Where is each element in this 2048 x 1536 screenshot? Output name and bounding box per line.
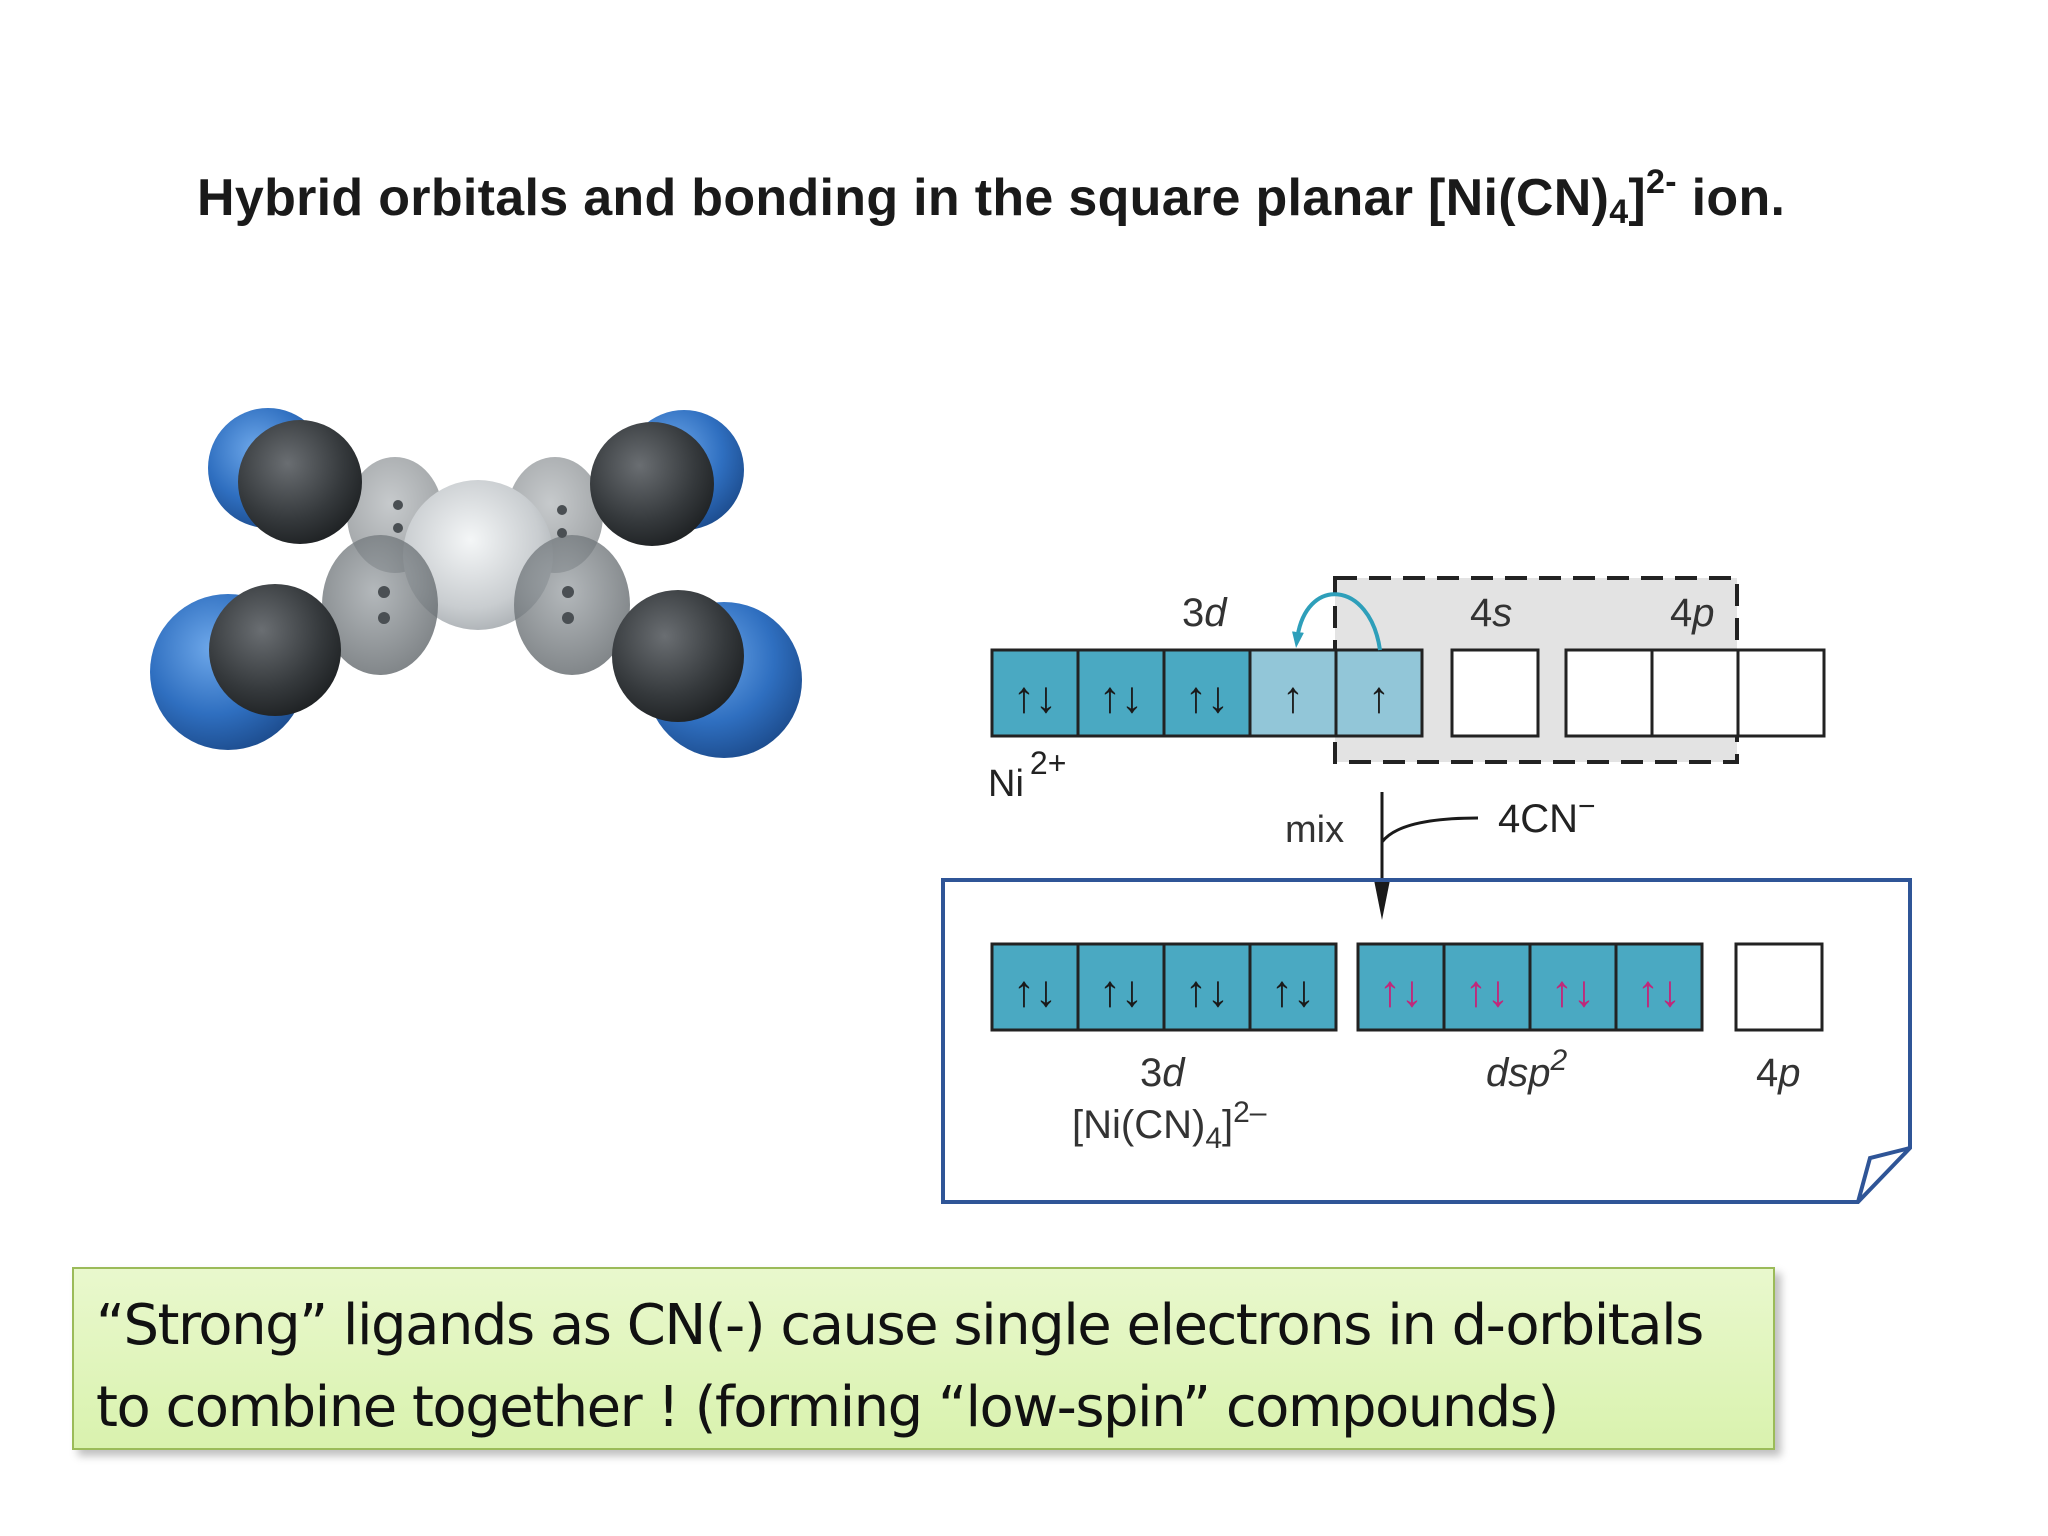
- label-4p-bottom: 4p: [1756, 1051, 1801, 1095]
- electron-arrows: ↑↓: [1185, 673, 1229, 722]
- hybrid-box: [1614, 942, 1704, 1032]
- electron-arrows: ↑↓: [1013, 673, 1057, 722]
- label-4s: 4s: [1470, 591, 1512, 635]
- top-box-row: ↑↓ ↑↓ ↑↓ ↑ ↑: [990, 648, 1826, 738]
- electron-arrows: ↑↓: [1271, 967, 1315, 1016]
- electron-pair-dot: [393, 523, 403, 533]
- title-subscript: 4: [1609, 193, 1629, 231]
- folded-corner: [1856, 1146, 1911, 1203]
- electron-arrows: ↑↓: [1013, 967, 1057, 1016]
- bottom-box-row: ↑↓ ↑↓ ↑↓ ↑↓ ↑↓ ↑↓ ↑↓ ↑↓: [990, 942, 1824, 1032]
- electron-pair-dot: [393, 500, 403, 510]
- electron-arrows: ↑↓: [1099, 967, 1143, 1016]
- electron-pair-dot: [562, 586, 574, 598]
- electron-arrows: ↑↓: [1379, 967, 1423, 1016]
- electron-arrows: ↑↓: [1637, 967, 1681, 1016]
- electron-arrows: ↑: [1368, 673, 1390, 722]
- hybrid-box: [1356, 942, 1446, 1032]
- orbital-box: [1248, 648, 1338, 738]
- title-text: Hybrid orbitals and bonding in the squar…: [197, 169, 1610, 227]
- carbon-atom: [590, 422, 714, 546]
- carbon-atom: [209, 584, 341, 716]
- caption-box: “Strong” ligands as CN(-) cause single e…: [72, 1267, 1775, 1450]
- label-dsp2: dsp2: [1486, 1044, 1568, 1095]
- electron-arrows: ↑↓: [1099, 673, 1143, 722]
- electron-arrows: ↑: [1282, 673, 1304, 722]
- mix-arrowhead: [1374, 880, 1390, 920]
- orbital-box: [990, 648, 1080, 738]
- electron-arrows: ↑↓: [1185, 967, 1229, 1016]
- orbital-box: [1076, 942, 1166, 1032]
- caption-line-2: to combine together ! (forming “low-spin…: [96, 1375, 1559, 1440]
- electron-pair-dot: [557, 528, 567, 538]
- empty-4p-box: [1734, 942, 1824, 1032]
- carbon-atom: [238, 420, 362, 544]
- orbital-box: [1076, 648, 1166, 738]
- mix-label: mix: [1285, 809, 1344, 851]
- orbital-box: [1334, 648, 1424, 738]
- title-superscript: 2-: [1646, 163, 1677, 201]
- hybrid-box: [1528, 942, 1618, 1032]
- orbital-box: [1162, 942, 1252, 1032]
- title-suffix: ion.: [1676, 169, 1786, 227]
- title-bracket: ]: [1628, 169, 1647, 227]
- electron-pair-dot: [378, 586, 390, 598]
- orbital-box: [990, 942, 1080, 1032]
- empty-4p-box: [1564, 648, 1654, 738]
- mix-arrow: [1380, 792, 1479, 880]
- slide-title: Hybrid orbitals and bonding in the squar…: [197, 165, 1897, 231]
- orbital-box: [1248, 942, 1338, 1032]
- carbon-atom: [612, 590, 744, 722]
- hybrid-box: [1442, 942, 1532, 1032]
- complex-label: [Ni(CN)4]2–: [1072, 1096, 1267, 1155]
- result-frame: [941, 878, 1912, 1204]
- empty-4p-box: [1736, 648, 1826, 738]
- electron-pair-dot: [562, 612, 574, 624]
- electron-arrows: ↑↓: [1465, 967, 1509, 1016]
- orbital-lobe: [514, 535, 630, 675]
- empty-4p-box: [1650, 648, 1740, 738]
- caption-line-1: “Strong” ligands as CN(-) cause single e…: [96, 1293, 1704, 1358]
- electron-move-arrow: [1292, 592, 1382, 651]
- orbital-lobe: [322, 535, 438, 675]
- empty-4s-box: [1450, 648, 1540, 738]
- label-3d-bottom: 3d: [1140, 1051, 1186, 1095]
- ligand-label: 4CN−: [1498, 790, 1596, 841]
- label-3d-top: 3d: [1182, 591, 1228, 635]
- electron-pair-dot: [557, 505, 567, 515]
- electron-arrows: ↑↓: [1551, 967, 1595, 1016]
- label-4p-top: 4p: [1670, 591, 1715, 635]
- electron-pair-dot: [378, 612, 390, 624]
